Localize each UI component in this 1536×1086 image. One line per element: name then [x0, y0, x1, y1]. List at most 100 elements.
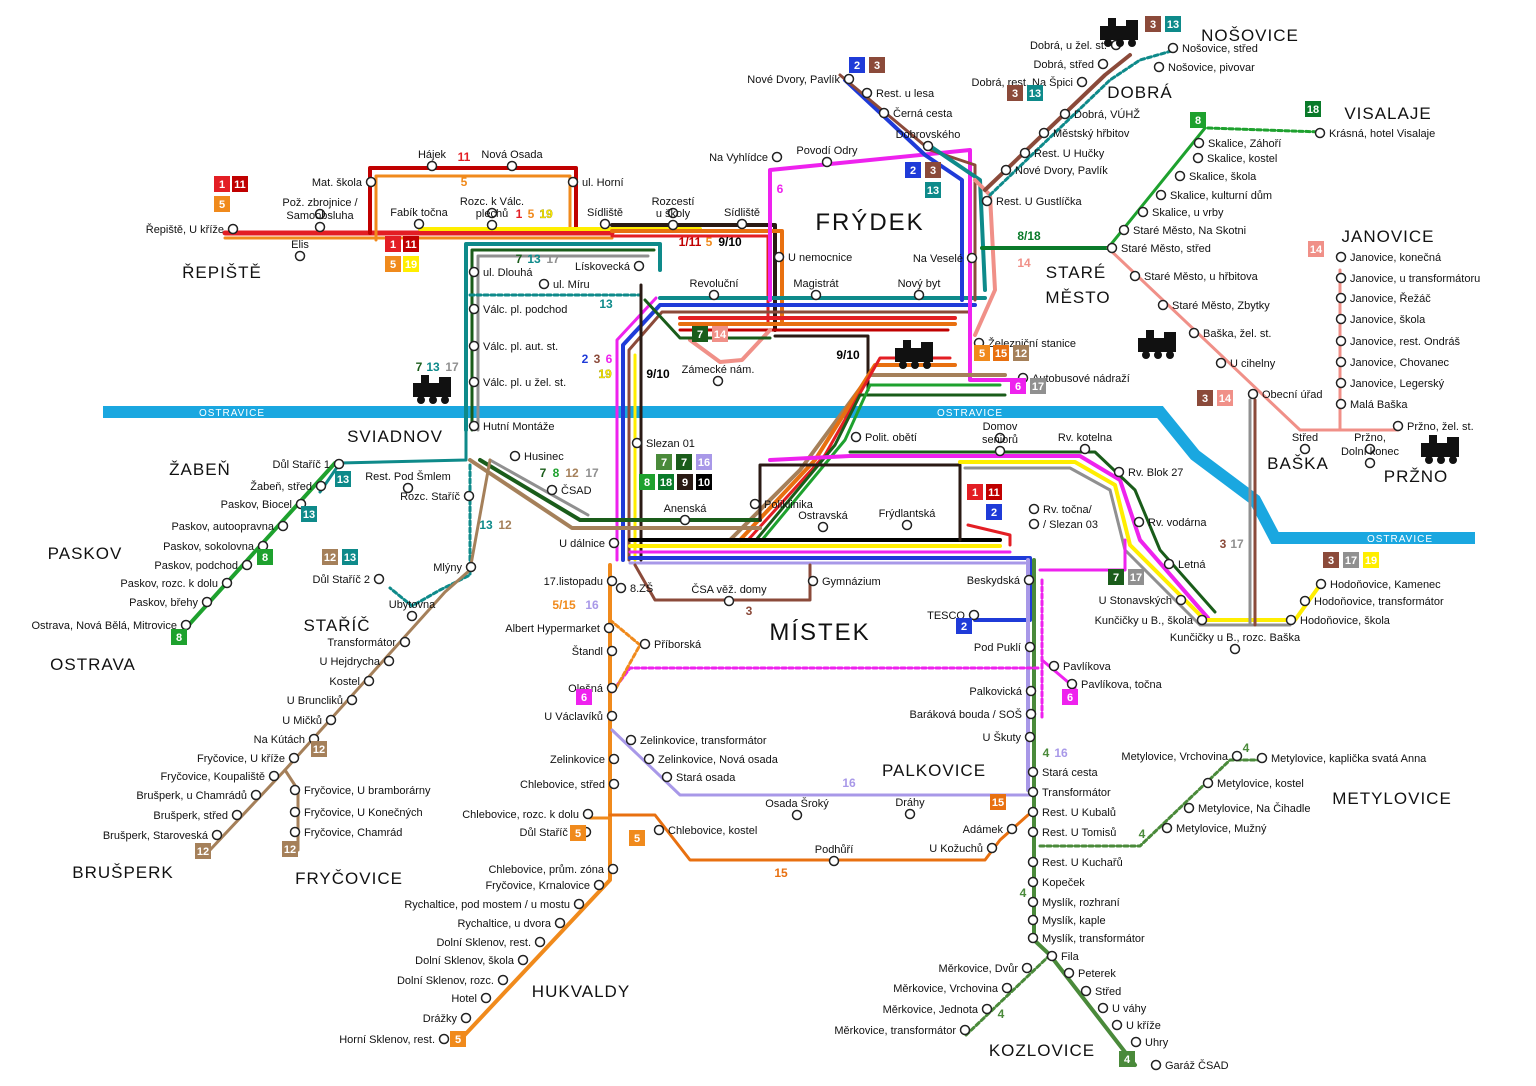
station-marker[interactable]: [203, 598, 212, 607]
station-marker[interactable]: [617, 584, 626, 593]
station-marker[interactable]: [1068, 680, 1077, 689]
station-marker[interactable]: [714, 377, 723, 386]
station-marker[interactable]: [1185, 804, 1194, 813]
station-marker[interactable]: [738, 220, 747, 229]
station-marker[interactable]: [1258, 754, 1267, 763]
station-marker[interactable]: [1008, 825, 1017, 834]
station-marker[interactable]: [316, 223, 325, 232]
station-marker[interactable]: [1337, 358, 1346, 367]
station-marker[interactable]: [1190, 329, 1199, 338]
station-marker[interactable]: [482, 994, 491, 1003]
station-marker[interactable]: [1082, 987, 1091, 996]
station-marker[interactable]: [988, 844, 997, 853]
station-marker[interactable]: [1317, 580, 1326, 589]
station-marker[interactable]: [1003, 984, 1012, 993]
station-marker[interactable]: [669, 221, 678, 230]
station-marker[interactable]: [470, 305, 479, 314]
station-marker[interactable]: [270, 772, 279, 781]
station-marker[interactable]: [182, 621, 191, 630]
station-marker[interactable]: [1029, 858, 1038, 867]
station-marker[interactable]: [335, 460, 344, 469]
station-marker[interactable]: [488, 221, 497, 230]
station-marker[interactable]: [408, 612, 417, 621]
station-marker[interactable]: [880, 109, 889, 118]
station-marker[interactable]: [793, 811, 802, 820]
station-marker[interactable]: [470, 422, 479, 431]
station-marker[interactable]: [536, 938, 545, 947]
station-marker[interactable]: [291, 786, 300, 795]
station-marker[interactable]: [775, 253, 784, 262]
station-marker[interactable]: [428, 162, 437, 171]
station-marker[interactable]: [608, 647, 617, 656]
station-marker[interactable]: [1316, 129, 1325, 138]
station-marker[interactable]: [645, 755, 654, 764]
station-marker[interactable]: [1165, 560, 1174, 569]
station-marker[interactable]: [983, 197, 992, 206]
station-marker[interactable]: [1099, 1004, 1108, 1013]
station-marker[interactable]: [1030, 505, 1039, 514]
station-marker[interactable]: [1131, 272, 1140, 281]
station-marker[interactable]: [440, 1035, 449, 1044]
station-marker[interactable]: [601, 220, 610, 229]
station-marker[interactable]: [830, 857, 839, 866]
station-marker[interactable]: [823, 158, 832, 167]
station-marker[interactable]: [1029, 768, 1038, 777]
station-marker[interactable]: [1029, 788, 1038, 797]
station-marker[interactable]: [470, 268, 479, 277]
station-marker[interactable]: [252, 791, 261, 800]
station-marker[interactable]: [1029, 934, 1038, 943]
station-marker[interactable]: [1113, 1021, 1122, 1030]
station-marker[interactable]: [1029, 808, 1038, 817]
station-marker[interactable]: [348, 696, 357, 705]
station-marker[interactable]: [1337, 379, 1346, 388]
station-marker[interactable]: [291, 828, 300, 837]
station-marker[interactable]: [863, 89, 872, 98]
station-marker[interactable]: [229, 225, 238, 234]
station-marker[interactable]: [635, 262, 644, 271]
station-marker[interactable]: [1120, 226, 1129, 235]
station-marker[interactable]: [1287, 616, 1296, 625]
station-marker[interactable]: [556, 919, 565, 928]
station-marker[interactable]: [1195, 139, 1204, 148]
station-marker[interactable]: [1217, 359, 1226, 368]
station-marker[interactable]: [610, 755, 619, 764]
station-marker[interactable]: [223, 579, 232, 588]
station-marker[interactable]: [1204, 779, 1213, 788]
station-marker[interactable]: [290, 754, 299, 763]
station-marker[interactable]: [365, 677, 374, 686]
station-marker[interactable]: [1029, 916, 1038, 925]
station-marker[interactable]: [641, 640, 650, 649]
station-marker[interactable]: [1169, 44, 1178, 53]
station-marker[interactable]: [1249, 390, 1258, 399]
station-marker[interactable]: [213, 831, 222, 840]
station-marker[interactable]: [608, 712, 617, 721]
station-marker[interactable]: [1366, 459, 1375, 468]
station-marker[interactable]: [595, 881, 604, 890]
station-marker[interactable]: [1163, 824, 1172, 833]
station-marker[interactable]: [1029, 898, 1038, 907]
station-marker[interactable]: [852, 433, 861, 442]
station-marker[interactable]: [1155, 63, 1164, 72]
station-marker[interactable]: [809, 577, 818, 586]
station-marker[interactable]: [633, 439, 642, 448]
station-marker[interactable]: [1132, 1038, 1141, 1047]
station-marker[interactable]: [608, 684, 617, 693]
station-marker[interactable]: [1337, 337, 1346, 346]
station-marker[interactable]: [1152, 1061, 1161, 1070]
station-marker[interactable]: [751, 500, 760, 509]
station-marker[interactable]: [1177, 596, 1186, 605]
station-marker[interactable]: [1002, 166, 1011, 175]
station-marker[interactable]: [1026, 643, 1035, 652]
station-marker[interactable]: [681, 516, 690, 525]
station-marker[interactable]: [1157, 191, 1166, 200]
station-marker[interactable]: [1029, 828, 1038, 837]
station-marker[interactable]: [961, 1026, 970, 1035]
station-marker[interactable]: [1301, 445, 1310, 454]
station-marker[interactable]: [968, 254, 977, 263]
station-marker[interactable]: [1029, 878, 1038, 887]
station-marker[interactable]: [465, 492, 474, 501]
station-marker[interactable]: [924, 142, 933, 151]
station-marker[interactable]: [1108, 244, 1117, 253]
station-marker[interactable]: [1021, 149, 1030, 158]
station-marker[interactable]: [1027, 710, 1036, 719]
